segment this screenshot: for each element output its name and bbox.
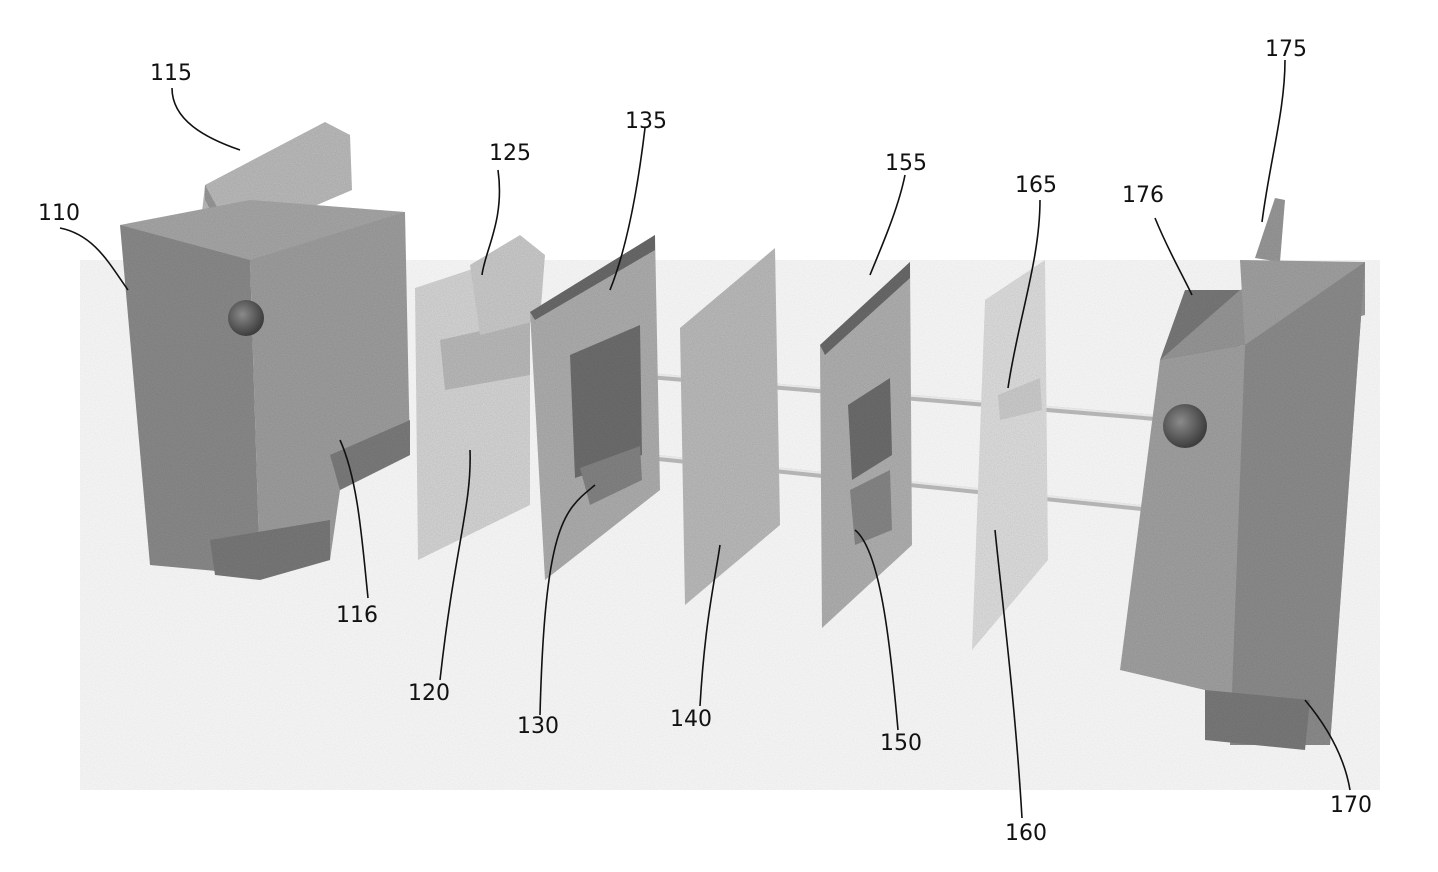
label-115: 115 <box>150 61 192 86</box>
label-165: 165 <box>1015 173 1057 198</box>
label-116: 116 <box>336 603 378 628</box>
label-160: 160 <box>1005 821 1047 846</box>
port-170 <box>1163 404 1207 448</box>
label-120: 120 <box>408 681 450 706</box>
label-150: 150 <box>880 731 922 756</box>
label-140: 140 <box>670 707 712 732</box>
label-130: 130 <box>517 714 559 739</box>
label-155: 155 <box>885 151 927 176</box>
tab-175 <box>1255 198 1285 262</box>
label-170: 170 <box>1330 793 1372 818</box>
label-125: 125 <box>489 141 531 166</box>
label-135: 135 <box>625 109 667 134</box>
port-110 <box>228 300 264 336</box>
label-176: 176 <box>1122 183 1164 208</box>
label-175: 175 <box>1265 37 1307 62</box>
label-110: 110 <box>38 201 80 226</box>
